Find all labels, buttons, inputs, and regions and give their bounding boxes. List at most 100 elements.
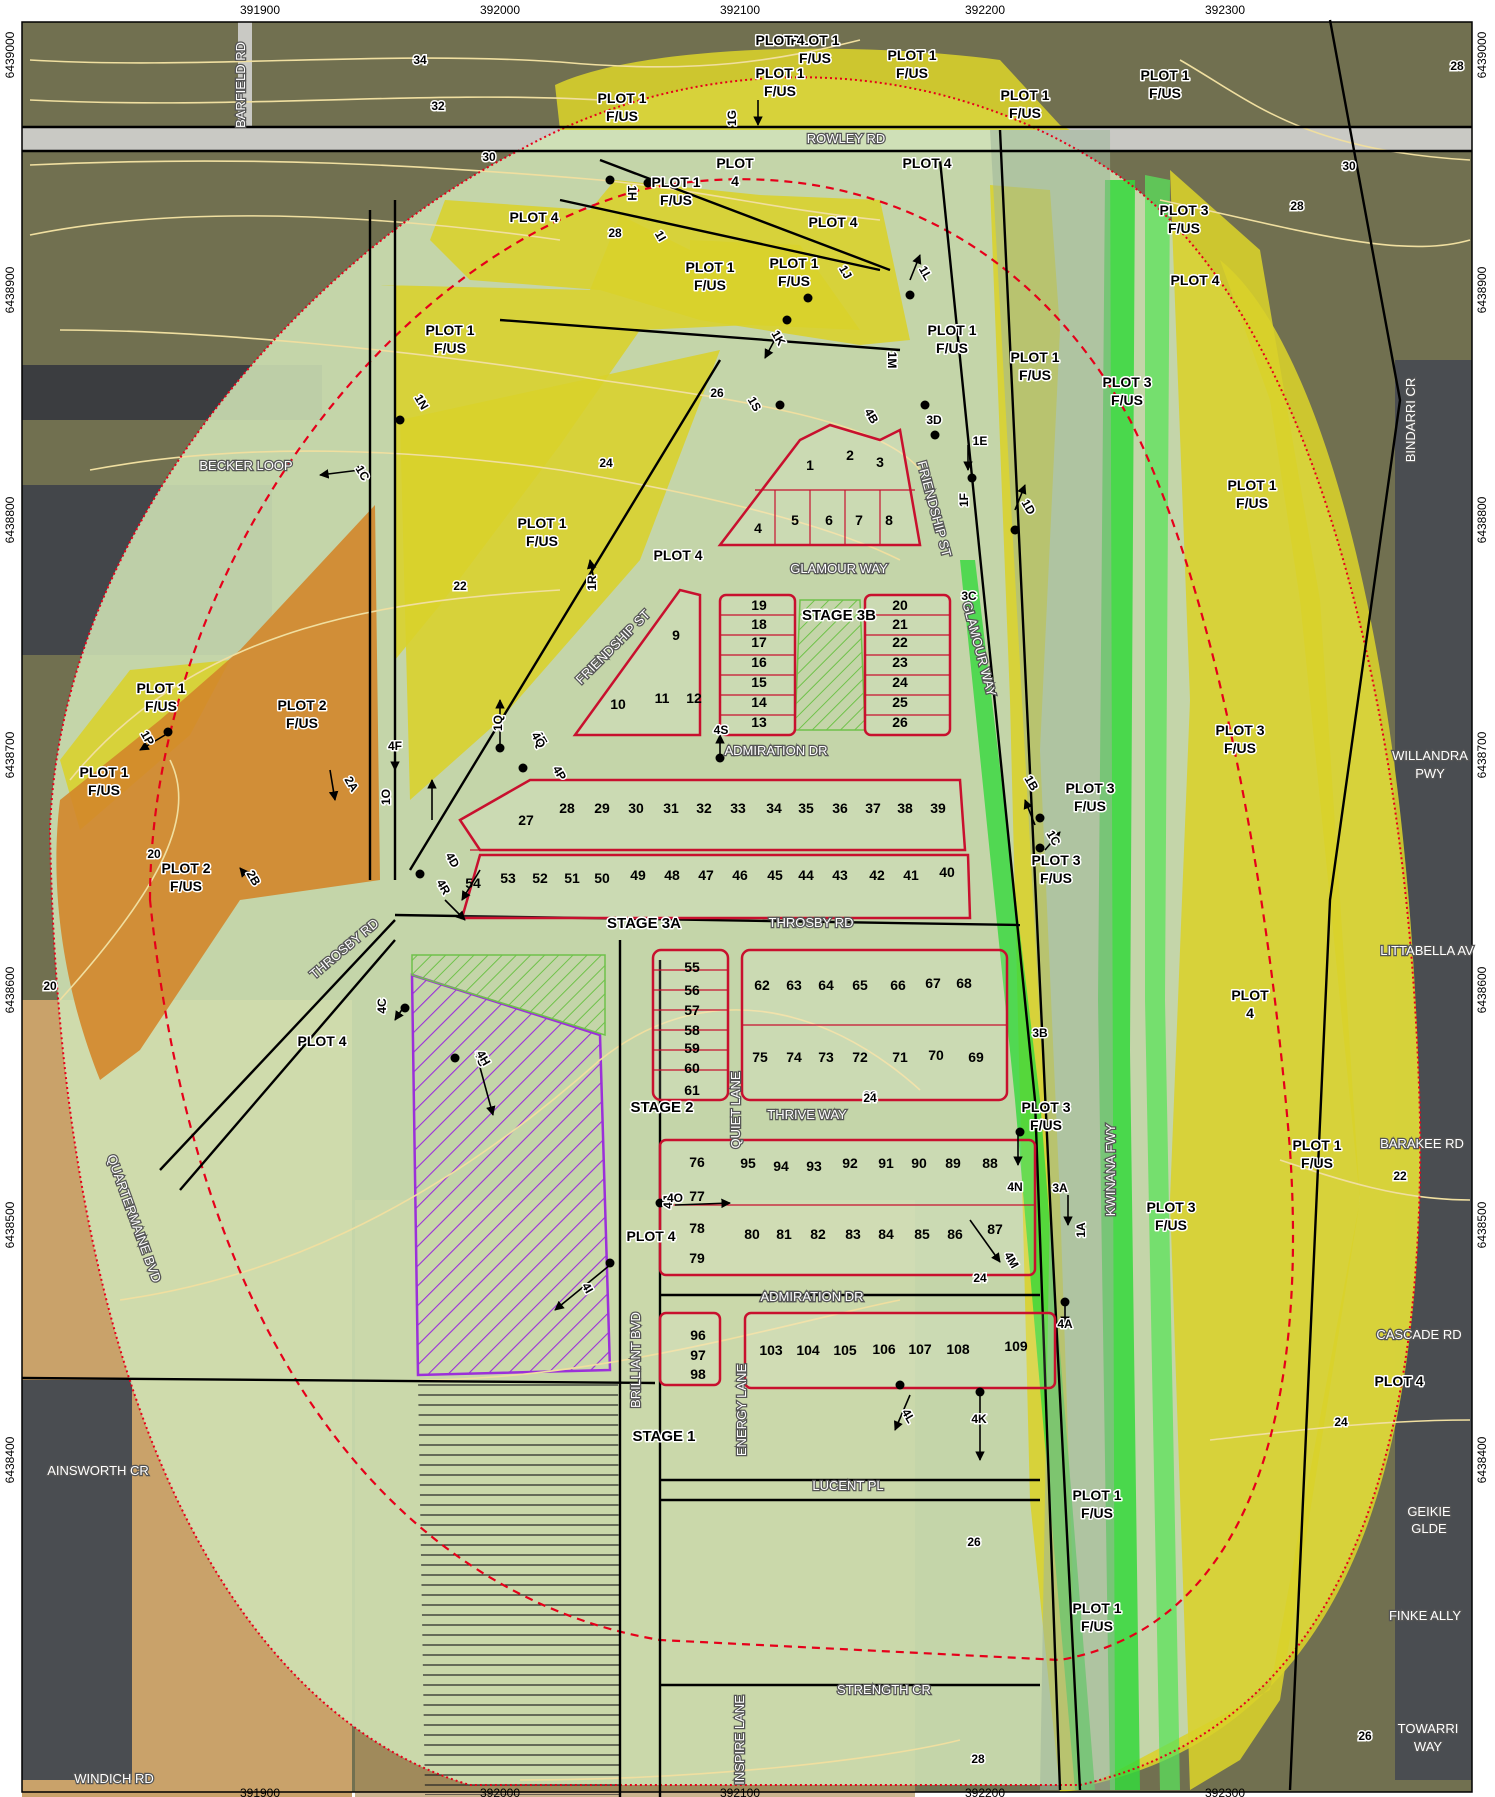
lot-number: 13 [751,714,767,730]
inner-buffer [148,178,1295,1662]
lot-number: 3 [876,454,884,470]
view-point-label: 1M [885,352,899,369]
plot-label: PLOT 2 [277,697,326,713]
lot-number: 93 [806,1158,822,1174]
easting-tick-label-bottom: 392300 [1205,1786,1245,1797]
contour-label: 34 [413,53,427,67]
lot-number: 4 [754,520,762,536]
road-label: GEIKIE [1407,1504,1451,1519]
grid-frame [21,21,1473,1793]
lot-number: 9 [672,627,680,643]
plot-label: F/US [694,277,726,293]
road-label: WAY [1414,1739,1442,1754]
plot-label: PLOT 4 [297,1033,346,1049]
road-label: BARAKEE RD [1380,1136,1464,1151]
plot-label: PLOT 1 [79,764,128,780]
plot-label: PLOT 3 [1021,1099,1070,1115]
northing-tick-label-right: 6439000 [1475,31,1489,78]
lot-number: 74 [786,1049,802,1065]
road-label: ROWLEY RD [807,131,886,146]
lot-number: 40 [939,864,955,880]
road-label: WINDICH RD [74,1771,153,1786]
plot-label: F/US [88,782,120,798]
plot-label: PLOT 1 [1010,349,1059,365]
plot-label: F/US [896,65,928,81]
plot-label: PLOT 4 [902,155,951,171]
lot-number: 73 [818,1049,834,1065]
lot-dividers [470,489,1035,1206]
lot-number: 21 [892,616,908,632]
plot-label: F/US [145,698,177,714]
view-point-label: 1G [725,110,739,126]
lot-number: 90 [911,1155,927,1171]
plot-label: PLOT 1 [651,174,700,190]
plot1-zone-north [555,48,1070,131]
road-label: ADMIRATION DR [760,1289,863,1304]
plot-label: PLOT 3 [1146,1199,1195,1215]
lot-number: 1 [806,457,814,473]
northing-tick-label-right: 6438700 [1475,731,1489,778]
stage-label: STAGE 2 [630,1099,693,1116]
plot-label: F/US [170,878,202,894]
easting-tick-label-bottom: 392200 [965,1786,1005,1797]
northing-tick-label-right: 6438600 [1475,966,1489,1013]
lot-number: 12 [686,690,702,706]
plot-label: PLOT 2 [161,860,210,876]
plot-label: PLOT [716,155,754,171]
lot-number: 97 [690,1347,706,1363]
lot-number: 5 [791,512,799,528]
contour-label: 24 [863,1091,877,1105]
lot-number: 37 [865,800,881,816]
plot-label: PLOT 1 [1140,67,1189,83]
plot-label: PLOT 4 [1374,1373,1423,1389]
plot-label: F/US [1074,798,1106,814]
lot-number: 27 [518,812,534,828]
view-point-label: 4N [1007,1180,1022,1194]
stage-label: STAGE 1 [632,1428,695,1445]
outer-buffer [48,76,1422,1786]
lot-number: 67 [925,975,941,991]
view-point-label: 4C [375,998,389,1014]
lot-number: 17 [751,634,767,650]
plot-label: F/US [1030,1117,1062,1133]
road-label: TOWARRI [1398,1721,1459,1736]
plot-label: F/US [799,50,831,66]
lot-number: 63 [786,977,802,993]
plot-label: F/US [660,192,692,208]
lot-number: 62 [754,977,770,993]
plot-zones [50,48,1421,1795]
lot-number: 71 [892,1049,908,1065]
view-point-label: 1O [379,789,393,805]
lot-number: 104 [796,1342,820,1358]
lot-number: 105 [833,1342,857,1358]
road-label: ENERGY LANE [734,1364,749,1457]
northing-tick-label-right: 6438800 [1475,496,1489,543]
view-point-label: 1F [957,493,971,507]
lot-number: 11 [655,690,670,706]
contour-label: 28 [1450,59,1464,73]
lot-number: 18 [751,616,767,632]
lot-number: 87 [987,1221,1003,1237]
lot-number: 45 [767,867,783,883]
contour-label: 24 [1334,1415,1348,1429]
road-label: BINDARRI CR [1403,378,1418,463]
plot1-zone-top [430,180,910,345]
plot-label: F/US [778,273,810,289]
lot-number: 58 [684,1022,700,1038]
plot-label: PLOT 1 [1227,477,1276,493]
view-point-label: 4J [661,1195,675,1208]
lot-number: 83 [845,1226,861,1242]
plot-label: F/US [936,340,968,356]
lot-number: 43 [832,867,848,883]
northing-tick-label: 6438400 [3,1436,17,1483]
road-label: GLDE [1411,1521,1447,1536]
plot-label: PLOT 1 [769,255,818,271]
contour-label: 28 [1290,199,1304,213]
plot-label: PLOT 1 [755,65,804,81]
road-label: LUCENT PL [812,1478,883,1493]
plot-label: F/US [1081,1618,1113,1634]
lot-number: 94 [773,1158,789,1174]
lot-number: 78 [689,1220,705,1236]
easting-tick-label: 391900 [240,3,280,17]
